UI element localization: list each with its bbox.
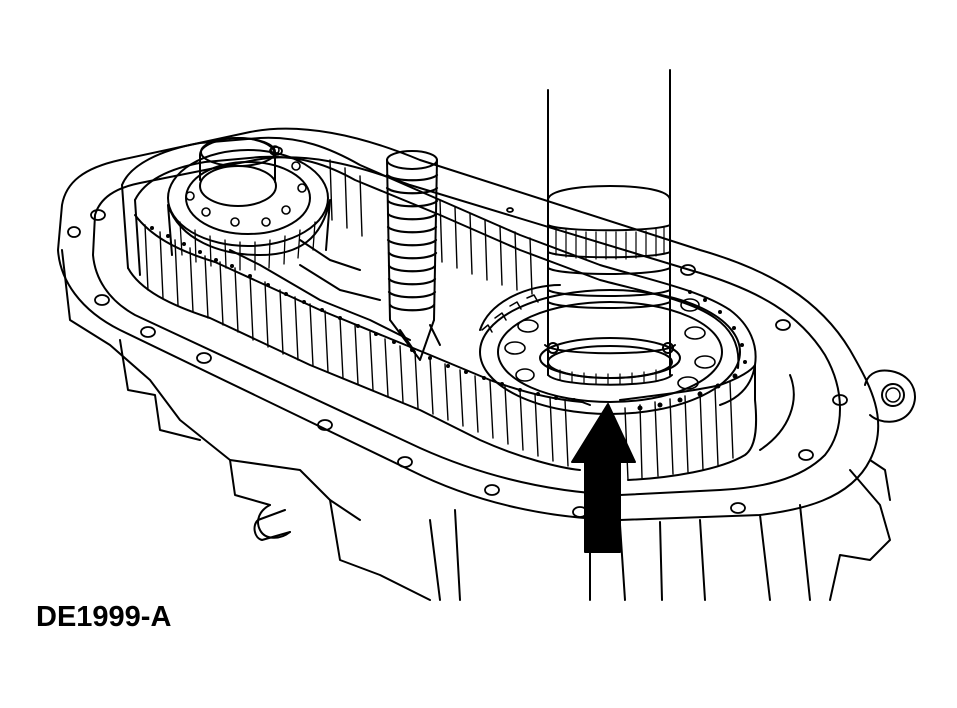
- vent-tube: [253, 509, 291, 541]
- housing-body-right: [759, 469, 891, 601]
- housing-flange-outer: [57, 127, 880, 521]
- figure-caption: DE1999-A: [36, 601, 172, 633]
- transfer-case-housing: [57, 127, 916, 601]
- front-output-sprocket: [167, 137, 331, 271]
- chain-top-inner: [134, 155, 740, 369]
- drive-chain: [121, 136, 758, 481]
- mounting-ear-hole: [881, 383, 905, 407]
- mounting-ear: [864, 369, 916, 423]
- housing-flange-inner: [92, 156, 841, 496]
- removal-direction-arrow: [571, 403, 636, 553]
- chain-links: [144, 224, 569, 467]
- rear-output-shaft: [539, 69, 681, 386]
- shift-rail-spring: [385, 150, 441, 361]
- chain-front-top: [121, 184, 141, 276]
- chain-front-lower-edge: [127, 267, 581, 471]
- chain-upper-links: [329, 159, 533, 295]
- sprocket-holes: [504, 298, 716, 390]
- housing-body-left: [61, 249, 271, 506]
